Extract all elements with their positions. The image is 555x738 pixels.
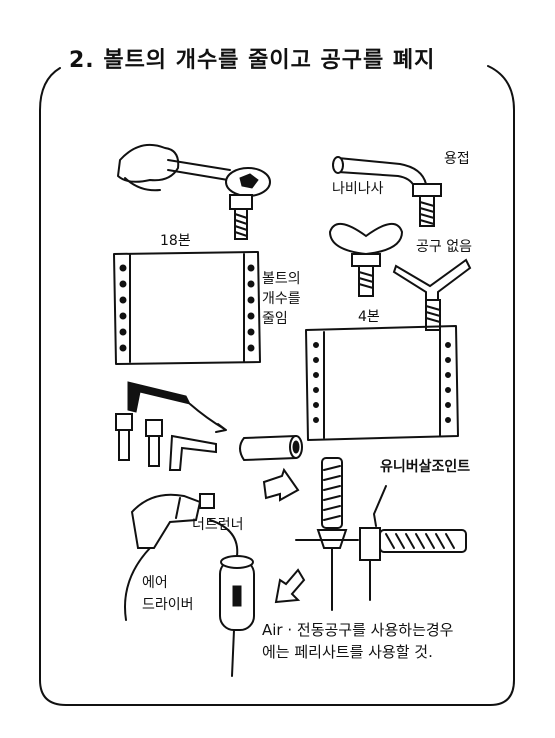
air-driver-label-line2: 드라이버 [142, 597, 194, 613]
universal-joint-label: 유니버살조인트 [380, 459, 471, 475]
y-wing-bolt-icon [392, 258, 472, 331]
reduce-label-line3: 줄임 [262, 311, 288, 327]
universal-joint-icon [295, 457, 467, 611]
welding-label: 용접 [444, 151, 470, 167]
plate-4-bolts-icon [305, 325, 459, 441]
wrench-hand-icon [117, 144, 271, 197]
wing-nut-label: 나비나사 [332, 181, 384, 197]
arrow-icon [189, 403, 227, 433]
frame-border [39, 65, 515, 706]
hex-key-icon [127, 381, 191, 413]
flow-arrow-icon [274, 568, 306, 604]
usage-note-line1: Air · 전동공구를 사용하는경우 [262, 621, 454, 639]
page-title: 2. 볼트의 개수를 줄이고 공구를 폐지 [63, 42, 442, 74]
wing-nut-icon [328, 223, 404, 297]
nut-runner-label: 너트런너 [192, 517, 244, 533]
plate-18-bolts-icon [113, 251, 261, 365]
bolt-count-4-label: 4본 [358, 309, 380, 325]
bolt-icon [229, 194, 253, 240]
welded-bolt-icon [332, 156, 442, 227]
socket-bolts-icon [115, 413, 163, 467]
no-tool-label: 공구 없음 [416, 239, 472, 255]
flow-arrow-icon [262, 467, 300, 502]
nut-runner-icon [124, 493, 215, 621]
reduce-label-line2: 개수를 [262, 291, 301, 307]
reduce-label-line1: 볼트의 [262, 271, 301, 287]
usage-note-line2: 에는 페리사트를 사용할 것. [262, 643, 433, 661]
l-hex-key-icon [168, 434, 217, 471]
air-driver-label-line1: 에어 [142, 575, 168, 591]
bolt-count-18-label: 18본 [160, 233, 191, 249]
air-driver-icon [209, 519, 255, 677]
socket-tube-icon [239, 434, 303, 462]
